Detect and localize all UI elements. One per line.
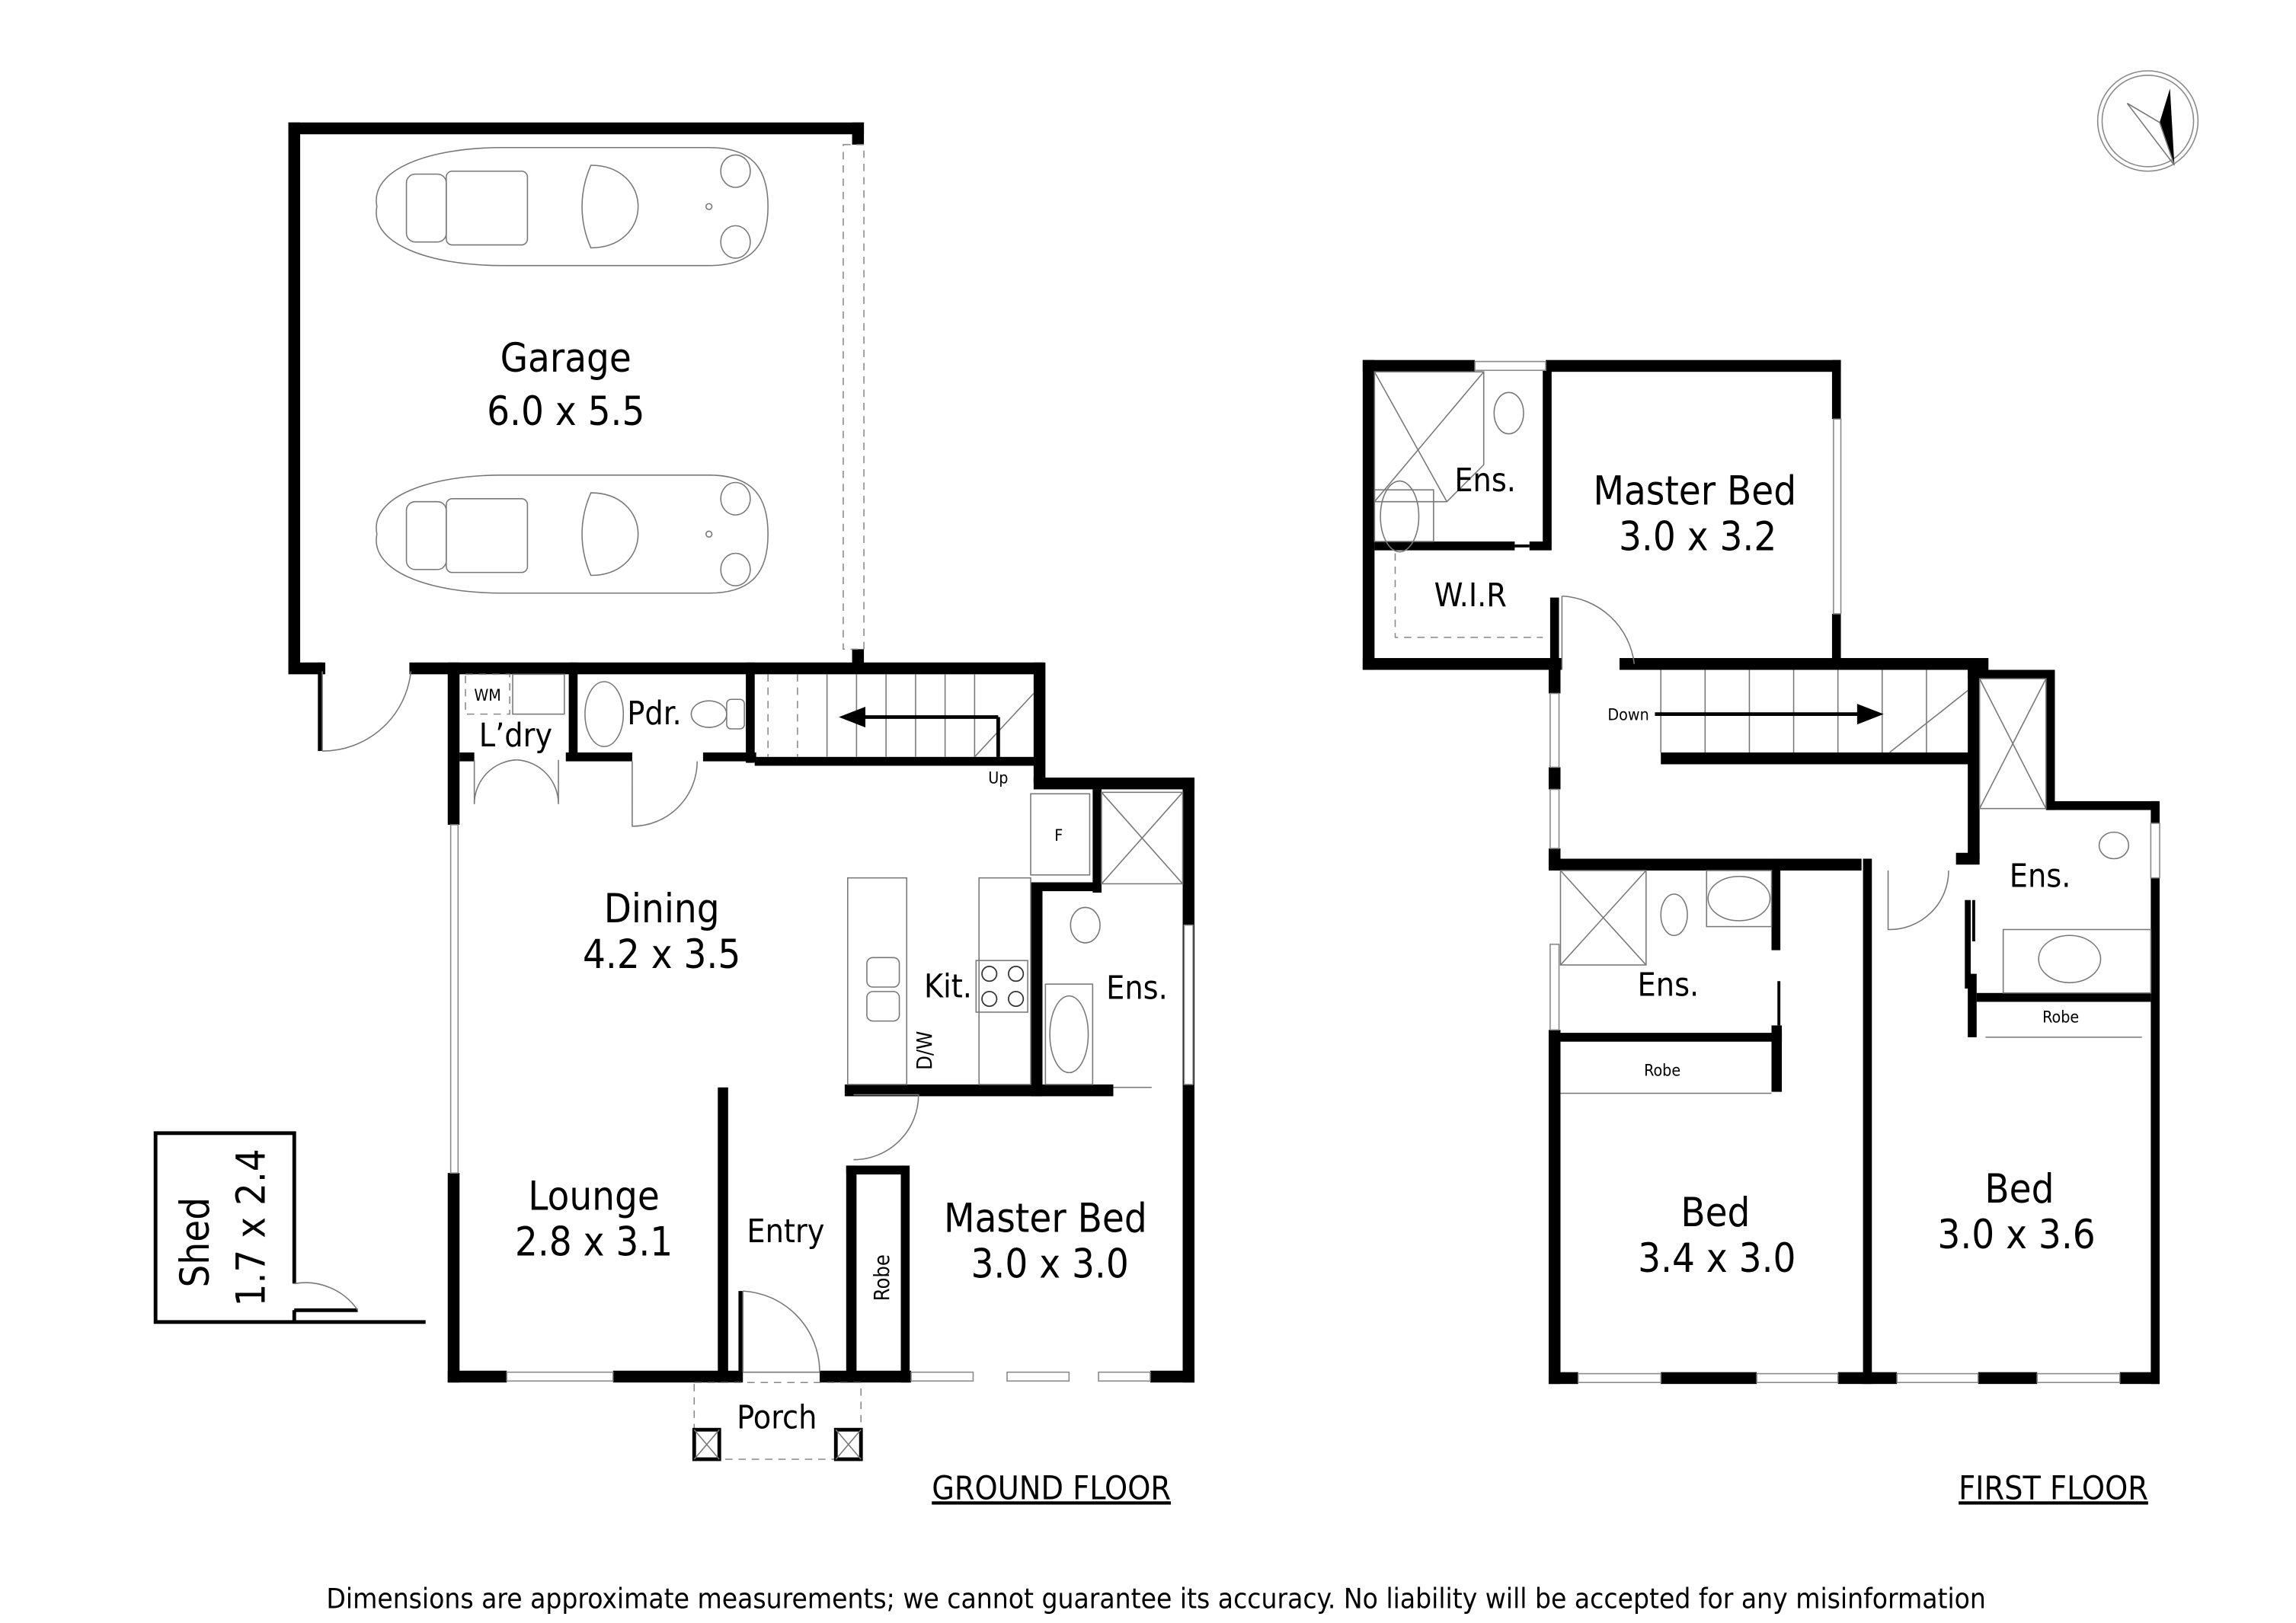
- window: [1833, 418, 1842, 615]
- toilet-icon: [1493, 391, 1524, 435]
- floor-title: GROUND FLOOR: [932, 1469, 1171, 1507]
- room-name: Bed: [1680, 1190, 1750, 1236]
- window: [910, 1371, 974, 1382]
- room-name: Kit.: [924, 968, 972, 1006]
- room-dims: 1.7 x 2.4: [229, 1149, 275, 1306]
- room-name: Bed: [1984, 1166, 2054, 1212]
- room-name: Master Bed: [1593, 468, 1796, 515]
- window: [1549, 788, 1560, 849]
- bed3-ensuite: Ens.: [2002, 831, 2152, 994]
- walk-in-robe: W.I.R: [1394, 553, 1543, 638]
- window: [2150, 823, 2160, 879]
- cooktop-icon: [975, 960, 1028, 1013]
- room-dims: 3.0 x 3.0: [971, 1241, 1129, 1288]
- garage: Garage 6.0 x 5.5: [288, 122, 1044, 752]
- car-icon: [376, 474, 769, 594]
- room-name: Lounge: [528, 1174, 660, 1220]
- first-floor-walls: [1362, 359, 2160, 1385]
- floor-title: FIRST FLOOR: [1959, 1469, 2148, 1507]
- toilet-icon: [2098, 831, 2130, 860]
- room-name: Ens.: [1454, 462, 1516, 500]
- room-dims: 3.4 x 3.0: [1638, 1235, 1796, 1282]
- room-name: Master Bed: [944, 1196, 1147, 1242]
- window: [1549, 944, 1560, 1030]
- laundry: WM L’dry: [465, 673, 565, 755]
- room-dims: 4.2 x 3.5: [583, 931, 740, 978]
- stairs-up-label: Up: [988, 769, 1008, 788]
- toilet-icon: [1660, 893, 1688, 937]
- robe-label: Robe: [871, 1254, 894, 1301]
- dishwasher-label: D/W: [913, 1031, 937, 1070]
- room-name: Pdr.: [627, 695, 681, 733]
- room-name: Entry: [747, 1212, 824, 1251]
- powder-room: Pdr.: [584, 681, 745, 748]
- room-name: Ens.: [1106, 970, 1168, 1008]
- fridge-label: F: [1054, 826, 1063, 845]
- window: [1006, 1371, 1070, 1382]
- kitchen: F Kit. D/W: [846, 793, 1091, 1085]
- shed: Shed 1.7 x 2.4: [153, 1131, 426, 1324]
- room-name: Porch: [737, 1398, 817, 1436]
- stairs: Up: [767, 674, 1034, 788]
- porch: Porch: [692, 1382, 863, 1462]
- window: [1549, 692, 1560, 768]
- room-dims: 2.8 x 3.1: [515, 1219, 673, 1266]
- window: [1756, 1372, 1839, 1383]
- room-name: Garage: [500, 335, 632, 382]
- ground-floor: Garage 6.0 x 5.5: [153, 122, 1195, 1507]
- window: [506, 1371, 614, 1382]
- room-name: Ens.: [1638, 966, 1700, 1005]
- room-name: L’dry: [479, 717, 552, 755]
- robe-label: Robe: [2042, 1008, 2079, 1027]
- bed2-ensuite: Ens.: [1559, 870, 1773, 1005]
- room-dims: 6.0 x 5.5: [487, 388, 644, 435]
- room-name: Dining: [604, 886, 720, 932]
- window: [1896, 1372, 1979, 1383]
- stairs-down-label: Down: [1607, 705, 1648, 724]
- window: [449, 824, 459, 1174]
- master-ensuite: Ens.: [1373, 371, 1524, 553]
- window: [1098, 1371, 1151, 1382]
- room-name: Shed: [172, 1197, 219, 1288]
- ensuite: Ens.: [1044, 791, 1184, 1085]
- robe-label: Robe: [1644, 1061, 1680, 1080]
- first-floor: Ens. W.I.R Master Bed 3.0 x 3.2 Down: [1362, 359, 2160, 1507]
- room-name: Ens.: [2010, 857, 2071, 895]
- stairs: Down: [1607, 669, 1968, 753]
- room-dims: 3.0 x 3.6: [1937, 1212, 2095, 1258]
- washing-machine-label: WM: [474, 686, 500, 705]
- window: [2036, 1372, 2121, 1383]
- window: [1183, 924, 1194, 1085]
- toilet-icon: [690, 700, 727, 728]
- room-name: W.I.R: [1434, 577, 1507, 615]
- disclaimer-text: Dimensions are approximate measurements;…: [326, 1583, 1986, 1615]
- window: [1474, 360, 1546, 372]
- car-icon: [376, 146, 769, 267]
- north-arrow-icon: [2096, 70, 2199, 172]
- window: [1577, 1372, 1661, 1383]
- room-dims: 3.0 x 3.2: [1619, 514, 1776, 561]
